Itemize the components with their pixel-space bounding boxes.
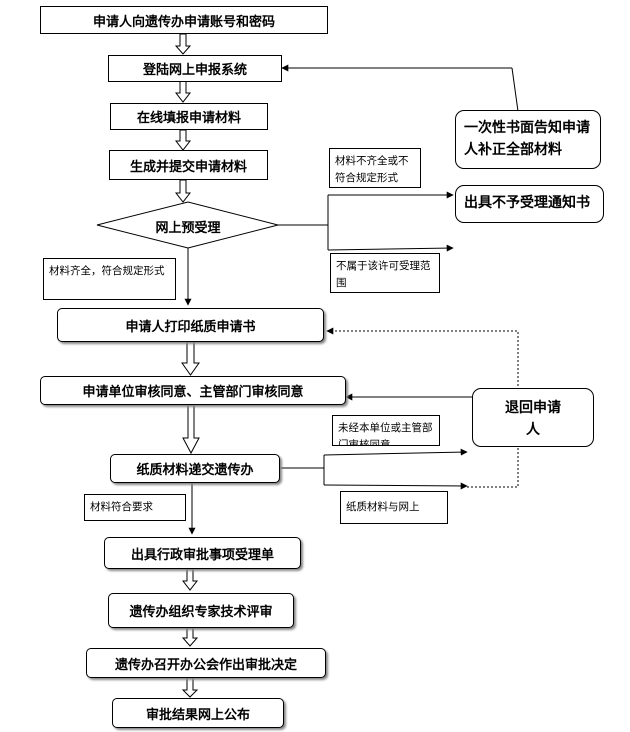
flow-arrow xyxy=(174,129,192,151)
step-label: 申请单位审核同意、主管部门审核同意 xyxy=(82,385,304,400)
step-publish-result: 审批结果网上公布 xyxy=(112,698,284,728)
step-label: 在线填报申请材料 xyxy=(136,111,241,126)
step-label: 遗传办召开办公会作出审批决定 xyxy=(114,657,297,673)
step-label: 遗传办组织专家技术评审 xyxy=(129,605,273,620)
flow-arrow xyxy=(181,341,200,376)
step-label: 纸质材料递交遗传办 xyxy=(136,463,254,478)
note-meets: 材料符合要求 xyxy=(84,494,186,521)
step-label: 申请人向遗传办申请账号和密码 xyxy=(92,14,275,30)
flow-arrow xyxy=(174,80,192,103)
flow-arrow xyxy=(174,33,192,55)
step-meeting-decision: 遗传办召开办公会作出审批决定 xyxy=(86,648,326,678)
step-label: 登陆网上申报系统 xyxy=(142,63,247,78)
connector xyxy=(323,482,468,490)
connector xyxy=(327,244,454,252)
step-print-paper: 申请人打印纸质申请书 xyxy=(57,308,324,342)
step-login: 登陆网上申报系统 xyxy=(108,55,282,82)
step-expert-review: 遗传办组织专家技术评审 xyxy=(108,593,294,628)
flow-arrow xyxy=(181,677,199,698)
step-fill-online: 在线填报申请材料 xyxy=(110,103,268,130)
flow-arrow xyxy=(181,627,199,647)
step-submit-materials: 生成并提交申请材料 xyxy=(109,150,268,180)
pre-review-label: 网上预受理 xyxy=(155,221,221,236)
note-complete: 材料齐全，符合规定形式 xyxy=(43,258,176,300)
step-submit-paper: 纸质材料递交遗传办 xyxy=(110,454,280,483)
note-incomplete: 材料不齐全或不符合规定形式 xyxy=(329,148,421,188)
step-label: 出具行政审批事项受理单 xyxy=(130,547,274,563)
flow-arrow xyxy=(181,568,199,591)
callout-notify-once: 一次性书面告知申请人补正全部材料 xyxy=(455,110,601,169)
step-issue-receipt: 出具行政审批事项受理单 xyxy=(104,537,301,569)
flow-arrow xyxy=(174,179,192,203)
callout-not-accepted: 出具不予受理通知书 xyxy=(455,185,604,223)
flow-arrow xyxy=(182,404,200,455)
step-unit-approval: 申请单位审核同意、主管部门审核同意 xyxy=(40,376,346,405)
callout-return: 退回申请人 xyxy=(472,388,594,447)
step-label: 生成并提交申请材料 xyxy=(129,159,247,175)
note-mismatch: 纸质材料与网上 xyxy=(340,491,448,524)
note-not-approved: 未经本单位或主管部门审核同意 xyxy=(332,415,440,446)
step-apply-account: 申请人向遗传办申请账号和密码 xyxy=(40,6,328,34)
step-label: 审批结果网上公布 xyxy=(145,707,250,723)
connector xyxy=(323,448,468,456)
step-label: 申请人打印纸质申请书 xyxy=(125,319,256,335)
note-out-of-scope: 不属于该许可受理范围 xyxy=(330,253,440,293)
